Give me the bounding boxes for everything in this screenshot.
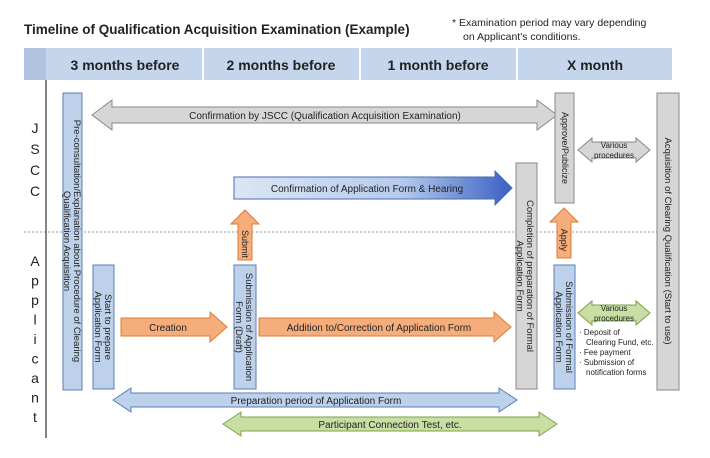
apply-label: Apply [559, 229, 569, 252]
submission-formal-box [553, 264, 576, 390]
creation-label: Creation [149, 323, 187, 334]
procedure-item: notification forms [586, 368, 646, 377]
row-label-applicant: Applicant [30, 253, 40, 425]
addition-label: Addition to/Correction of Application Fo… [287, 323, 472, 334]
row-label-applicant-letter: A [30, 253, 40, 269]
submission-draft-box [233, 264, 257, 390]
approve-label: Approve/Publicize [560, 112, 570, 184]
approve-box [554, 92, 575, 204]
column-header-3-months: 3 months before [71, 57, 180, 73]
row-label-jscc: JSCC [30, 120, 40, 199]
start-prepare-label-1: Start to prepare [102, 294, 113, 360]
participant-test-label: Participant Connection Test, etc. [318, 420, 461, 431]
pre-consultation-label-2: Qualification Acquisition [61, 191, 72, 291]
note-line-2: on Applicant's conditions. [463, 31, 581, 43]
various-app-arrow [577, 299, 651, 327]
procedure-item: · Deposit of [579, 328, 621, 337]
note-line-1: * Examination period may vary depending [452, 17, 647, 29]
preparation-period-label: Preparation period of Application Form [231, 396, 402, 407]
row-label-applicant-letter: c [32, 351, 39, 367]
row-label-applicant-letter: p [31, 292, 39, 308]
submission-formal-label-1: Submission of Formal [563, 281, 574, 373]
addition-arrow [258, 310, 512, 344]
confirmation-form-arrow [233, 169, 513, 207]
row-label-jscc-letter: J [32, 120, 39, 136]
row-label-applicant-letter: a [31, 370, 39, 386]
completion-formal-label-1: Completion of preparation of Formal [524, 200, 535, 352]
column-header-1-month: 1 month before [387, 57, 488, 73]
column-header-x-month: X month [567, 57, 623, 73]
submit-label: Submit [240, 230, 250, 259]
completion-formal-box [515, 162, 538, 390]
row-label-applicant-letter: n [31, 390, 39, 406]
participant-test-arrow [222, 411, 558, 437]
confirmation-form-label: Confirmation of Application Form & Heari… [271, 184, 463, 195]
column-header-2-months: 2 months before [227, 57, 336, 73]
submission-draft-label-2: Form (Draft) [233, 301, 244, 353]
pre-consultation-box [62, 92, 83, 391]
row-label-applicant-letter: i [33, 331, 36, 347]
various-jscc-label-2: procedures [594, 151, 634, 160]
acquisition-label: Acquisition of Clearing Qualification (S… [662, 138, 673, 345]
procedure-item: Clearing Fund, etc. [586, 338, 654, 347]
diagram-title: Timeline of Qualification Acquisition Ex… [24, 22, 410, 37]
row-label-applicant-letter: l [33, 312, 36, 328]
submission-formal-label-2: Application Form [553, 291, 564, 362]
various-app-label-1: Various [601, 304, 628, 313]
row-label-applicant-letter: p [31, 273, 39, 289]
start-prepare-box [92, 264, 115, 390]
submission-draft-label-1: Submission of Application [243, 273, 254, 381]
apply-arrow [548, 207, 580, 259]
various-jscc-label-1: Various [601, 141, 628, 150]
start-prepare-label-2: Application Form [92, 291, 103, 362]
various-jscc-arrow [577, 136, 651, 164]
preparation-period-arrow [112, 387, 518, 413]
various-app-label-2: procedures [594, 314, 634, 323]
confirmation-jscc-label: Confirmation by JSCC (Qualification Acqu… [189, 111, 461, 122]
header-band-left [24, 48, 46, 80]
row-label-jscc-letter: C [30, 183, 40, 199]
procedure-item: · Fee payment [579, 348, 631, 357]
procedure-item: · Submission of [579, 358, 635, 367]
pre-consultation-label-1: Pre-consultation/Explanation about Proce… [71, 120, 82, 362]
submit-arrow [229, 209, 261, 261]
completion-formal-label-2: Application Form [514, 240, 525, 311]
row-label-jscc-letter: S [30, 141, 39, 157]
row-label-applicant-letter: t [33, 409, 37, 425]
row-label-jscc-letter: C [30, 162, 40, 178]
creation-arrow [120, 310, 228, 344]
acquisition-box [656, 92, 680, 391]
